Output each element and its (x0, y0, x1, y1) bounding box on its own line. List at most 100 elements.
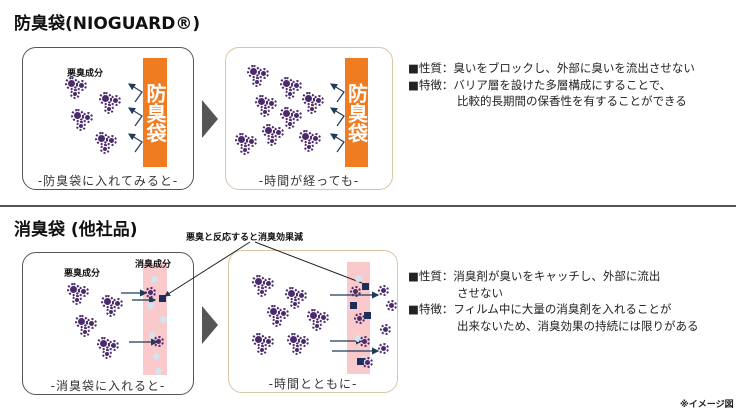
odor-molecule-icon (263, 336, 274, 347)
desc-line: ■性質：消臭剤が臭いをキャッチし、外部に流出 (408, 269, 661, 283)
barrier-bar-label: 防臭袋 (143, 82, 167, 143)
odor-molecule-icon (354, 313, 365, 324)
odor-molecule-icon (100, 144, 110, 154)
deodorant-label: 消臭成分 (135, 260, 172, 270)
odor-molecule-icon (78, 286, 89, 297)
odor-molecule-icon (262, 124, 275, 137)
deodorant-particle-icon (160, 316, 167, 323)
odor-molecule-icon (318, 312, 329, 323)
odor-molecule-icon (104, 104, 114, 114)
panel-nioguard-before (22, 47, 194, 190)
odor-molecule-icon (252, 333, 265, 346)
odor-molecule-icon (307, 104, 317, 114)
reacted-particle-icon (357, 358, 364, 365)
desc-line: 出来ないため、消臭効果の持続には限りがある (457, 318, 699, 333)
odor-molecule-icon (285, 89, 295, 99)
odor-molecule-icon (291, 110, 302, 121)
odor-molecule-icon (267, 136, 277, 146)
odor-molecule-icon (235, 133, 248, 146)
odor-molecule-icon (312, 321, 322, 331)
odor-molecule-icon (145, 287, 156, 298)
odor-molecule-icon (101, 295, 114, 308)
odor-molecule-icon (97, 337, 110, 350)
section2-title: 消臭袋 (他社品) (14, 220, 138, 240)
odor-molecule-icon (70, 89, 80, 99)
odor-molecule-icon (75, 315, 88, 328)
odor-molecule-icon (273, 127, 284, 138)
odor-molecule-icon (285, 287, 298, 300)
odor-molecule-icon (280, 77, 293, 90)
odor-molecule-icon (95, 132, 108, 145)
odor-molecule-icon (258, 68, 269, 79)
section2-description: ■性質：消臭剤が臭いをキャッチし、外部に流出 させない ■特徴：フィルム中に大量… (408, 268, 699, 334)
odor-molecule-icon (76, 121, 86, 131)
section1-title: 防臭袋(NIOGUARD®) (14, 14, 201, 34)
odor-molecule-icon (302, 92, 315, 105)
odor-molecule-icon (291, 80, 302, 91)
odor-molecule-icon (257, 287, 267, 297)
reacted-particle-icon (362, 283, 369, 290)
odor-molecule-icon (278, 308, 289, 319)
odor-molecule-icon (304, 142, 314, 152)
reacted-particle-icon (364, 312, 371, 319)
caption-before: -防臭袋に入れてみると- (37, 174, 179, 188)
odor-molecule-icon (71, 109, 84, 122)
odor-molecule-icon (362, 357, 373, 368)
callout-text: 悪臭と反応すると消臭効果減 (186, 233, 304, 243)
odor-molecule-icon (106, 307, 116, 317)
odor-molecule-icon (280, 107, 293, 120)
odor-molecule-icon (310, 133, 321, 144)
section1-description: ■性質：臭いをブロックし、外部に臭いを流出させない ■特徴：バリア層を設けた多層… (408, 60, 695, 110)
odor-molecule-icon (240, 145, 250, 155)
odor-molecule-icon (285, 119, 295, 129)
desc-line: 比較的長期間の保香性を有することができる (457, 94, 687, 108)
odor-molecule-icon (378, 285, 389, 296)
odor-molecule-icon (287, 333, 300, 346)
panel-deodorant-after (228, 250, 398, 393)
odor-molecule-icon (246, 136, 257, 147)
odor-molecule-icon (378, 343, 389, 354)
caption-before: -消臭袋に入れると- (50, 379, 166, 393)
odor-molecule-icon (296, 290, 307, 301)
reacted-particle-icon (159, 295, 166, 302)
panel-deodorant-before (22, 252, 194, 395)
odor-molecule-icon (266, 98, 277, 109)
caption-after: -時間とともに- (268, 377, 358, 391)
odor-molecule-icon (298, 336, 309, 347)
barrier-bar: 防臭袋 (345, 58, 369, 167)
odor-molecule-icon (313, 95, 324, 106)
odor-molecule-icon (252, 77, 262, 87)
odor-molecule-icon (76, 80, 87, 91)
odor-label: 悪臭成分 (67, 69, 104, 79)
deodorant-particle-icon (147, 302, 154, 309)
odor-molecule-icon (350, 286, 361, 297)
odor-molecule-icon (272, 317, 282, 327)
next-arrow-icon (202, 100, 218, 138)
deodorant-particle-icon (361, 356, 368, 363)
odor-molecule-icon (112, 298, 123, 309)
odor-molecule-icon (267, 305, 280, 318)
odor-molecule-icon (67, 283, 80, 296)
odor-molecule-icon (307, 309, 320, 322)
odor-molecule-icon (260, 107, 270, 117)
odor-molecule-icon (255, 95, 268, 108)
odor-molecule-icon (102, 349, 112, 359)
desc-line: ■特徴：フィルム中に大量の消臭剤を入れることが (408, 302, 672, 316)
odor-molecule-icon (380, 324, 391, 335)
odor-molecule-icon (153, 336, 164, 347)
odor-molecule-icon (252, 275, 265, 288)
reacted-particle-icon (350, 302, 357, 309)
odor-molecule-icon (72, 295, 82, 305)
odor-molecule-icon (82, 112, 93, 123)
desc-line: ■性質：臭いをブロックし、外部に臭いを流出させない (408, 61, 695, 75)
odor-molecule-icon (108, 340, 119, 351)
odor-molecule-icon (292, 345, 302, 355)
odor-molecule-icon (99, 92, 112, 105)
odor-molecule-icon (257, 345, 267, 355)
desc-line: させない (457, 285, 503, 300)
deodorant-particle-icon (153, 353, 160, 360)
barrier-bar: 防臭袋 (143, 58, 167, 167)
odor-molecule-icon (299, 130, 312, 143)
deodorant-particle-icon (149, 332, 156, 339)
odor-label: 悪臭成分 (64, 269, 101, 279)
